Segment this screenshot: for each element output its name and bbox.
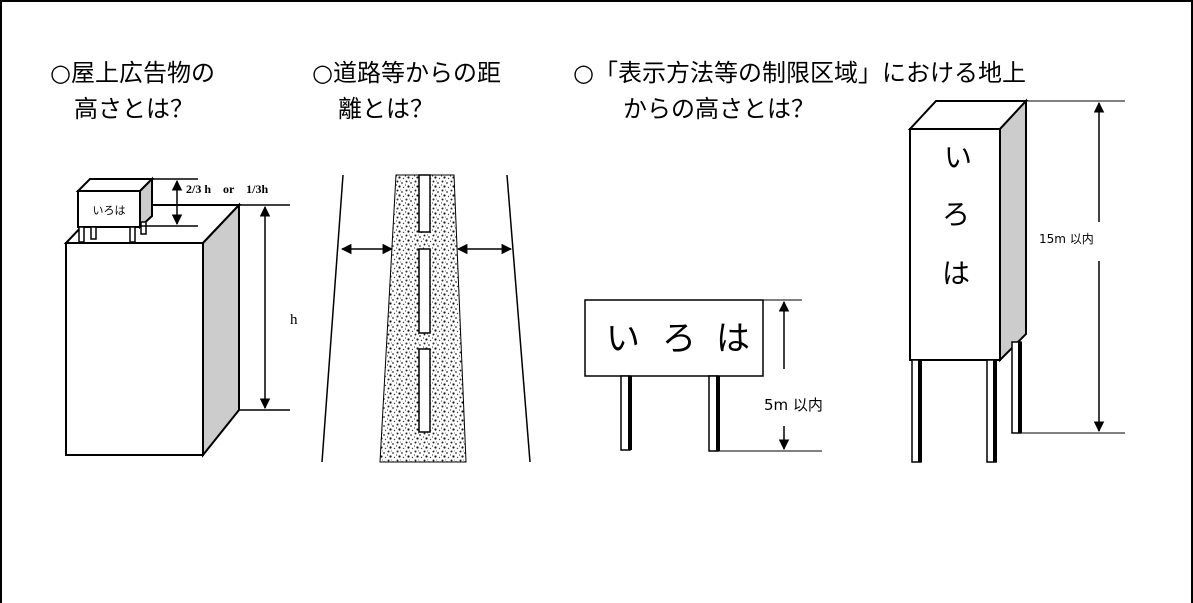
road-center-line	[418, 348, 431, 433]
rooftop-sign-leg	[140, 221, 147, 235]
tall-sign-side	[999, 98, 1027, 363]
tall-sign-char: は	[942, 257, 970, 290]
low-sign-char: は	[716, 319, 750, 359]
rooftop-dimensions: 2/3 h or 1/3h h	[140, 178, 298, 411]
low-sign-leg-shadow	[716, 376, 720, 451]
tall-sign-diagram: い ろ は 15m 以内	[907, 98, 1125, 463]
rooftop-building	[63, 202, 242, 458]
heading-restricted-line2: からの高さとは？	[623, 95, 815, 123]
building-front-face	[65, 242, 204, 456]
tall-sign-leg-shadow	[918, 360, 922, 462]
rooftop-sign-text: いろは	[93, 204, 126, 217]
rooftop-sign-leg	[90, 226, 97, 240]
low-sign-diagram: い ろ は 5m 以内	[584, 299, 823, 452]
tall-sign-char: い	[944, 141, 972, 174]
boundary-line-right	[506, 174, 531, 463]
tall-height-label: 15m 以内	[1039, 232, 1094, 246]
building-side-face	[202, 202, 240, 458]
heading-rooftop-line1: ○屋上広告物の	[50, 59, 215, 87]
low-height-label: 5m 以内	[764, 396, 823, 414]
rooftop-sign-front	[77, 190, 141, 228]
rooftop-sign-leg	[129, 226, 136, 243]
rooftop-sign-side	[139, 176, 153, 230]
low-sign-char: い	[606, 319, 640, 359]
tall-sign-leg-shadow	[1018, 342, 1022, 433]
road-center-line	[418, 174, 431, 233]
heading-rooftop-line2: 高さとは？	[74, 95, 194, 123]
low-sign-leg-shadow	[628, 376, 632, 450]
rooftop-sign-leg	[78, 226, 85, 243]
road-diagram	[321, 174, 531, 463]
heading-road-line1: ○道路等からの距	[312, 59, 501, 87]
heading-restricted-line1: ○「表示方法等の制限区域」における地上	[573, 59, 1026, 87]
building-height-label: h	[290, 312, 298, 328]
heading-road-line2: 離とは？	[338, 95, 434, 123]
rooftop-sign: いろは	[75, 176, 155, 243]
sign-height-label: 2/3 h or 1/3h	[186, 182, 268, 196]
low-sign-char: ろ	[662, 319, 696, 359]
low-sign-board	[584, 299, 764, 377]
road-center-line	[418, 248, 431, 334]
tall-sign-char: ろ	[942, 198, 970, 231]
boundary-line-left	[321, 174, 344, 463]
tall-sign-leg-shadow	[993, 360, 997, 462]
